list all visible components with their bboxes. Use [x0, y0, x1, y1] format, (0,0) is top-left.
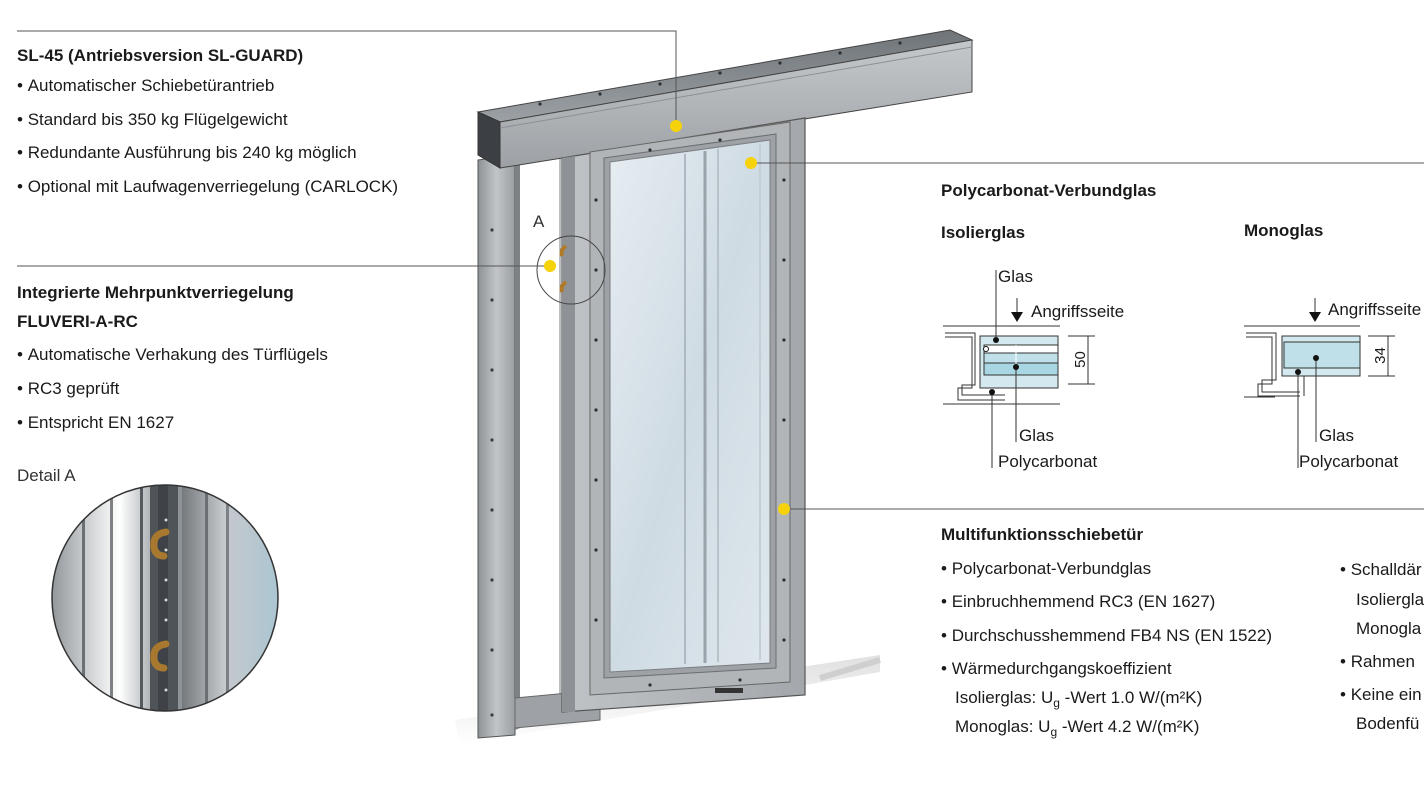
- multi-right-column: Schalldär Isolierglas Monogla Rahmen Kei…: [1340, 560, 1424, 740]
- multi-bullet-1: Polycarbonat-Verbundglas: [941, 559, 1151, 579]
- right-col-item-3: Monogla: [1356, 619, 1422, 638]
- mono-label-poly: Polycarbonat: [1299, 452, 1399, 471]
- mono-label-attack: Angriffsseite: [1328, 300, 1422, 319]
- callout-dot-lock: [544, 260, 556, 272]
- iso-label-glas-bottom: Glas: [1019, 426, 1054, 445]
- iso-dimension: 50: [1071, 351, 1089, 368]
- glass-title: Polycarbonat-Verbundglas: [941, 181, 1157, 200]
- multi-title: Multifunktionsschiebetür: [941, 525, 1144, 544]
- lock-bullet-2: RC3 geprüft: [17, 379, 120, 399]
- lock-bullet-1: Automatische Verhakung des Türflügels: [17, 345, 328, 365]
- iso-label-poly: Polycarbonat: [998, 452, 1098, 471]
- mono-label-glas-bottom: Glas: [1319, 426, 1354, 445]
- right-col-item-2: Isolierglas: [1356, 590, 1424, 609]
- iso-title: Isolierglas: [941, 223, 1026, 242]
- lock-title-line1: Integrierte Mehrpunktverriegelung: [17, 283, 294, 302]
- sl45-bullet-4: Optional mit Laufwagenverriegelung (CARL…: [17, 177, 398, 197]
- multi-bullet-3: Durchschusshemmend FB4 NS (EN 1522): [941, 626, 1272, 646]
- multi-bullet-2: Einbruchhemmend RC3 (EN 1627): [941, 592, 1216, 612]
- lock-bullet-3: Entspricht EN 1627: [17, 413, 174, 433]
- multi-bullet-4: Wärmedurchgangskoeffizient: [941, 659, 1172, 679]
- callout-dot-glass: [745, 157, 757, 169]
- callout-dot-door: [778, 503, 790, 515]
- mono-title: Monoglas: [1244, 221, 1324, 240]
- sl45-title: SL-45 (Antriebsversion SL-GUARD): [17, 46, 304, 65]
- uvalue-mono: Monoglas: Ug -Wert 4.2 W/(m²K): [955, 717, 1200, 739]
- detail-a-label: Detail A: [17, 466, 76, 485]
- right-col-item-6: Bodenfü: [1356, 714, 1420, 733]
- mono-dimension: 34: [1371, 347, 1389, 364]
- uvalue-iso: Isolierglas: Ug -Wert 1.0 W/(m²K): [955, 688, 1203, 710]
- sl45-bullet-1: Automatischer Schiebetürantrieb: [17, 76, 275, 96]
- sl45-bullet-3: Redundante Ausführung bis 240 kg möglich: [17, 143, 357, 163]
- iso-label-glas-top: Glas: [998, 267, 1033, 286]
- lock-title-line2: FLUVERI-A-RC: [17, 312, 138, 331]
- iso-label-attack: Angriffsseite: [1031, 302, 1125, 321]
- sl45-bullet-2: Standard bis 350 kg Flügelgewicht: [17, 110, 288, 130]
- right-col-item-1: Schalldär: [1340, 560, 1422, 580]
- callout-dot-drive: [670, 120, 682, 132]
- right-col-item-5: Keine ein: [1340, 685, 1422, 705]
- right-col-item-4: Rahmen: [1340, 652, 1415, 672]
- detail-a-marker: A: [533, 212, 545, 231]
